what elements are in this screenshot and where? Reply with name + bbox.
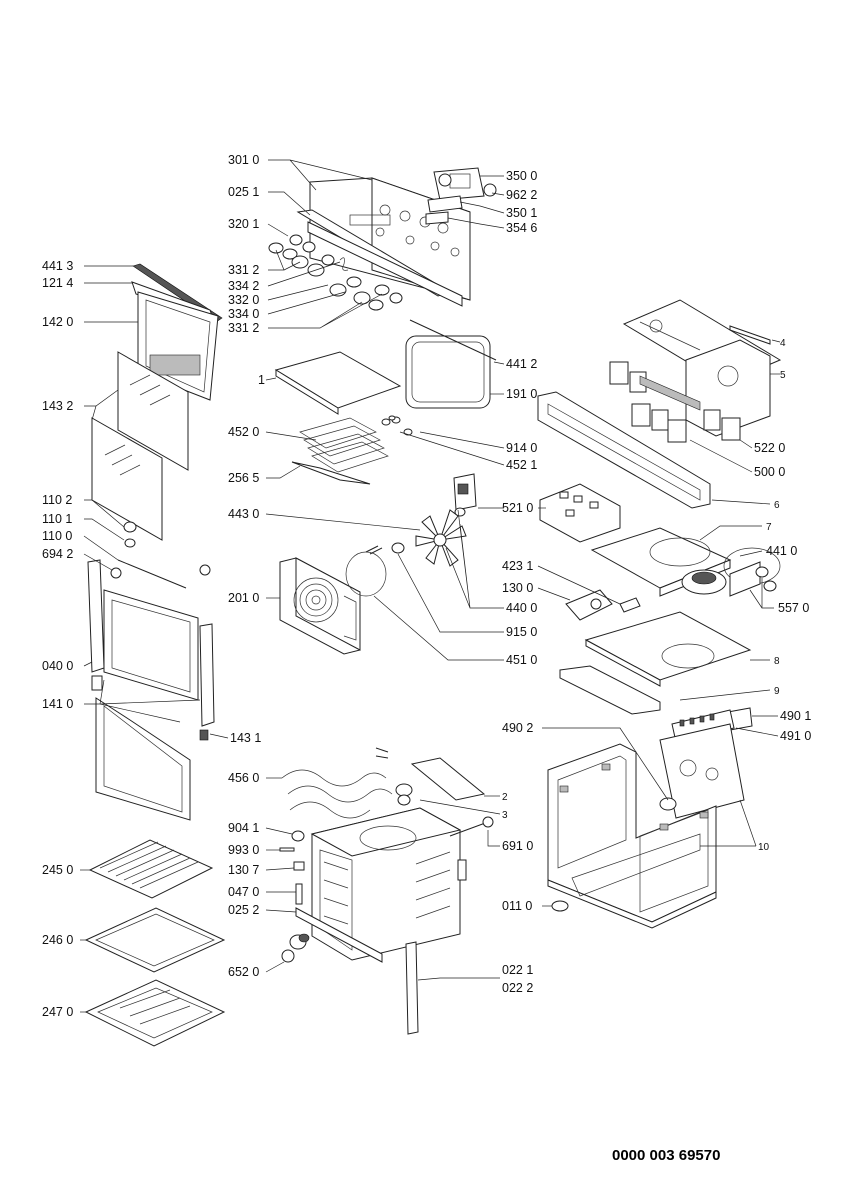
label-p3312a: 331 2: [228, 263, 259, 277]
control-panel-group: [267, 159, 505, 329]
label-p0110: 011 0: [502, 899, 532, 913]
label-p4520: 452 0: [228, 425, 259, 439]
label-p4: 4: [780, 338, 786, 349]
label-p1: 1: [258, 373, 265, 387]
label-p9041: 904 1: [228, 821, 259, 835]
label-p3342: 334 2: [228, 279, 259, 293]
label-p6910: 691 0: [502, 839, 533, 853]
label-p1100: 110 0: [42, 529, 72, 543]
label-p0400: 040 0: [42, 659, 73, 673]
label-p4430: 443 0: [228, 507, 259, 521]
label-p4910: 491 0: [780, 729, 811, 743]
label-p0251: 025 1: [228, 185, 259, 199]
part-labels: 301 0 025 1 320 1 331 2 334 2 332 0 334 …: [42, 153, 811, 1019]
label-p4902: 490 2: [502, 721, 533, 735]
label-p0222: 022 2: [502, 981, 533, 995]
label-p1410: 141 0: [42, 697, 73, 711]
oven-cavity-group: [265, 747, 501, 1035]
label-p4400: 440 0: [506, 601, 537, 615]
right-control-group: [537, 299, 782, 847]
label-p1431: 143 1: [230, 731, 261, 745]
label-p3: 3: [502, 810, 508, 821]
label-p9930: 993 0: [228, 843, 259, 857]
label-p3312b: 331 2: [228, 321, 259, 335]
label-p3546: 354 6: [506, 221, 537, 235]
label-p9140: 914 0: [506, 441, 537, 455]
label-p6520: 652 0: [228, 965, 259, 979]
label-p5570: 557 0: [778, 601, 809, 615]
label-p2460: 246 0: [42, 933, 73, 947]
label-p3501: 350 1: [506, 206, 537, 220]
label-p1420: 142 0: [42, 315, 73, 329]
label-p4901: 490 1: [780, 709, 811, 723]
label-p1432: 143 2: [42, 399, 73, 413]
label-p0470: 047 0: [228, 885, 259, 899]
label-p3010: 301 0: [228, 153, 259, 167]
label-p2450: 245 0: [42, 863, 73, 877]
label-p9: 9: [774, 686, 780, 697]
label-p1102: 110 2: [42, 493, 72, 507]
label-p3320: 332 0: [228, 293, 259, 307]
label-p9150: 915 0: [506, 625, 537, 639]
label-p9622: 962 2: [506, 188, 537, 202]
label-p6: 6: [774, 500, 780, 511]
door-group: [83, 263, 229, 821]
label-p10: 10: [758, 842, 770, 853]
label-p6942: 694 2: [42, 547, 73, 561]
center-heater-group: [265, 319, 505, 661]
label-p1300: 130 0: [502, 581, 533, 595]
label-p2010: 201 0: [228, 591, 259, 605]
label-p2565: 256 5: [228, 471, 259, 485]
label-p1101: 110 1: [42, 512, 72, 526]
label-p5000: 500 0: [754, 465, 785, 479]
label-p2470: 247 0: [42, 1005, 73, 1019]
label-p7: 7: [766, 522, 772, 533]
label-p3201: 320 1: [228, 217, 259, 231]
document-number: 0000 003 69570: [612, 1147, 721, 1164]
label-p0221: 022 1: [502, 963, 533, 977]
label-p4410: 441 0: [766, 544, 797, 558]
outer-casing-group: [542, 727, 756, 929]
label-p1910: 191 0: [506, 387, 537, 401]
label-p4521: 452 1: [506, 458, 537, 472]
label-p3340: 334 0: [228, 307, 259, 321]
label-p4560: 456 0: [228, 771, 259, 785]
label-p8: 8: [774, 656, 780, 667]
label-p4510: 451 0: [506, 653, 537, 667]
label-p5210: 521 0: [502, 501, 533, 515]
label-p0252: 025 2: [228, 903, 259, 917]
label-p4412: 441 2: [506, 357, 537, 371]
label-p4413: 441 3: [42, 259, 73, 273]
label-p2: 2: [502, 792, 508, 803]
label-p5: 5: [780, 370, 786, 381]
label-p3500: 350 0: [506, 169, 537, 183]
label-p4231: 423 1: [502, 559, 533, 573]
label-p1307: 130 7: [228, 863, 259, 877]
label-p5220: 522 0: [754, 441, 785, 455]
accessories-group: [80, 839, 226, 1047]
label-p1214: 121 4: [42, 276, 73, 290]
